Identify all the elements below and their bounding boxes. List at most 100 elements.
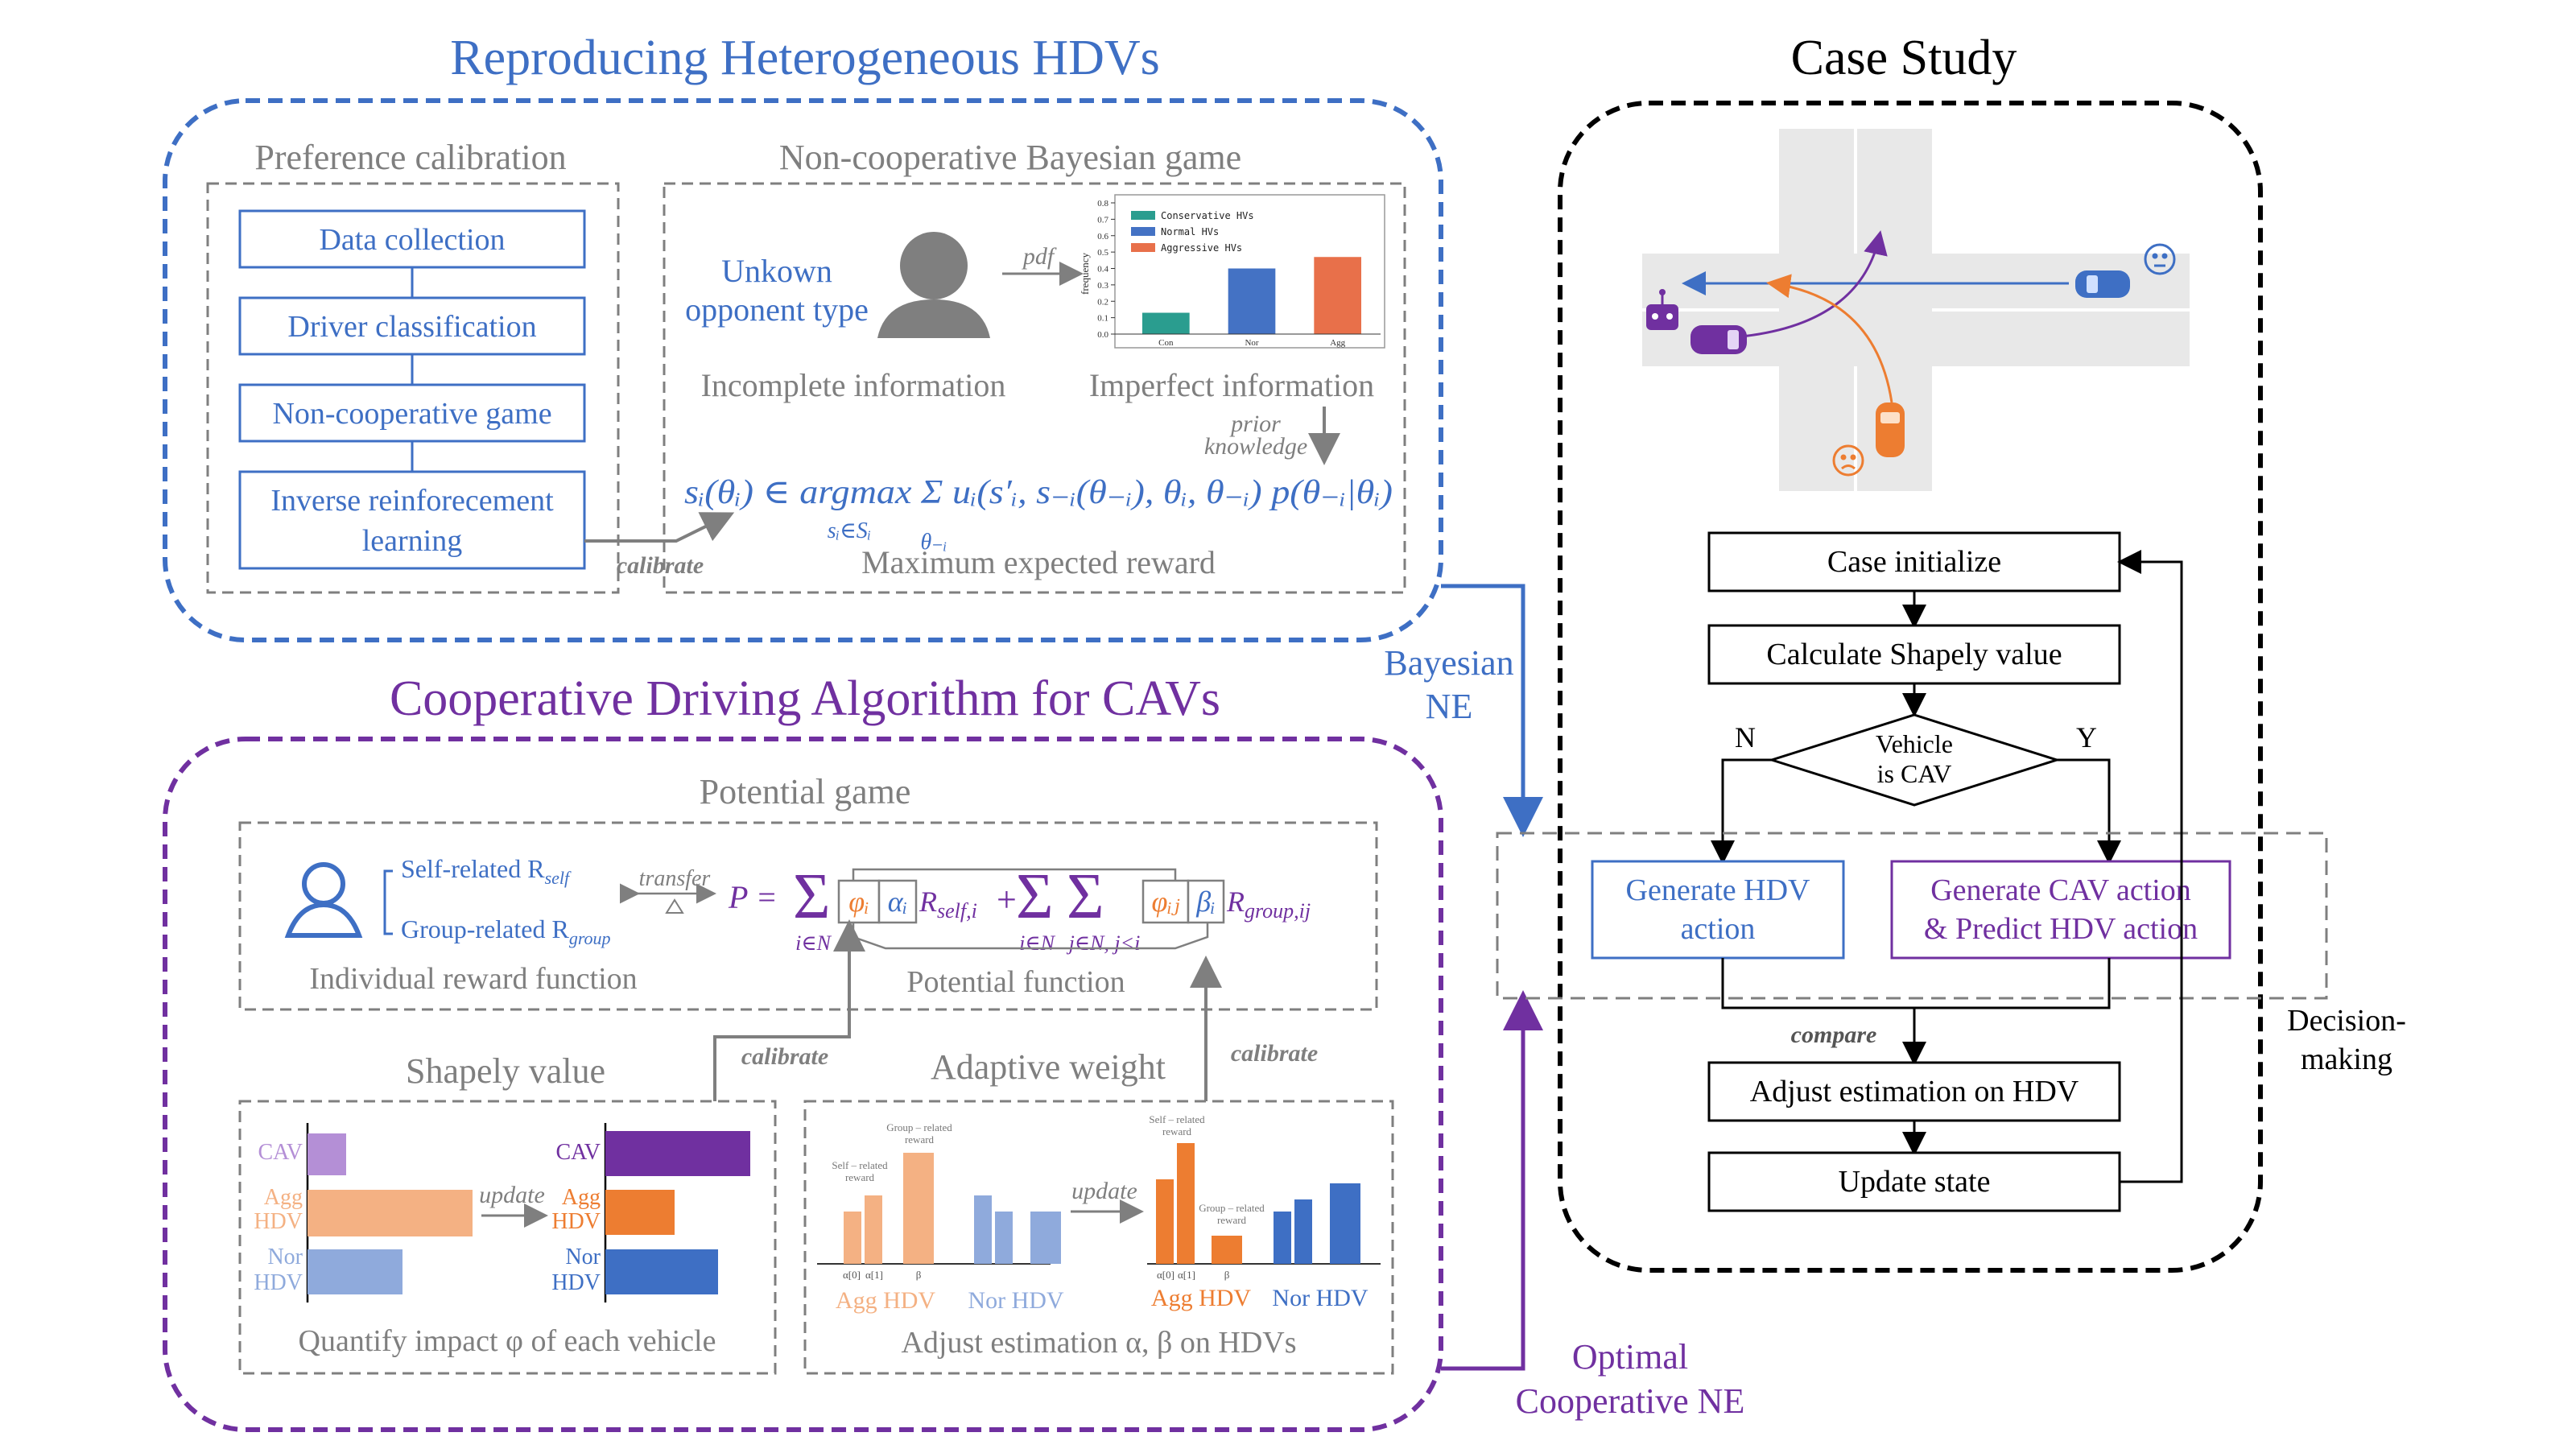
chart-ytick-label: 0.7	[1097, 215, 1108, 225]
decision-label-2: is CAV	[1877, 759, 1952, 788]
frequency-chart: frequency 0.00.10.20.30.40.50.60.70.8Con…	[1079, 194, 1385, 349]
plus-sign: +	[997, 880, 1017, 919]
neutral-face-icon	[2144, 243, 2176, 275]
potential-brace-top	[852, 868, 1177, 881]
adaptive-reward-2: reward	[845, 1171, 875, 1183]
adaptive-agg-hdv-2: Agg HDV	[1151, 1285, 1251, 1311]
chart-ytick-label: 0.0	[1097, 330, 1108, 340]
branch-y: Y	[2076, 721, 2097, 753]
bayesian-ne-connector	[1441, 584, 1543, 837]
update-state-box	[1707, 1151, 2121, 1212]
merge-lines	[1721, 958, 2111, 1009]
adaptive-tick-a0-1: α[0]	[843, 1269, 861, 1281]
chart-ytick-label: 0.6	[1097, 232, 1108, 242]
optimal-ne-label-2: Cooperative NE	[1516, 1381, 1745, 1421]
blue-car-icon	[2075, 270, 2130, 298]
optimal-ne-label-1: Optimal	[1572, 1337, 1688, 1377]
chart-ytick-label: 0.8	[1097, 199, 1108, 208]
shapley-label-cav-right: CAV	[555, 1140, 601, 1165]
adaptive-group-related-1: Group – related	[886, 1121, 952, 1133]
adaptive-nor-a0-after	[1274, 1212, 1291, 1264]
chart-category-label: Con	[1158, 338, 1174, 348]
cav-section-title: Cooperative Driving Algorithm for CAVs	[390, 671, 1220, 726]
person-icon	[877, 232, 990, 338]
bayes-frame	[663, 182, 1406, 594]
beta-box	[1187, 879, 1225, 924]
gen-cav-box	[1890, 860, 2231, 960]
intersection-scene	[1642, 129, 2190, 491]
sum-symbol-2: Σ	[1016, 861, 1054, 932]
loop-back-arrow	[2117, 550, 2183, 1183]
orange-car-icon	[1876, 402, 1905, 457]
chart-legend-swatch	[1131, 227, 1155, 236]
step-data-collection-label: Data collection	[319, 223, 505, 257]
shapley-bar-cav-before	[308, 1133, 346, 1175]
decision-making-frame	[1496, 832, 2328, 1000]
adaptive-tick-a1-2: α[1]	[1178, 1269, 1195, 1281]
unknown-type-1: Unkown	[721, 253, 832, 289]
orange-trajectory	[1766, 274, 1893, 403]
phi-i: φᵢ	[848, 886, 869, 918]
potential-function-label: Potential function	[906, 965, 1125, 999]
adaptive-agg-a0-before	[844, 1212, 861, 1264]
shapley-update-label: update	[479, 1182, 545, 1208]
incomplete-info: Incomplete information	[701, 367, 1006, 403]
adaptive-agg-hdv-1: Agg HDV	[836, 1287, 935, 1314]
shapley-frame	[238, 1100, 777, 1375]
shapley-label-cav-left: CAV	[258, 1140, 303, 1165]
adaptive-nor-b-after	[1330, 1183, 1360, 1264]
shapley-title: Shapely value	[406, 1051, 605, 1091]
optimal-ne-connector	[1441, 990, 1543, 1371]
chart-legend-swatch	[1131, 211, 1155, 220]
robot-icon	[1646, 289, 1678, 330]
adaptive-reward-1: reward	[905, 1133, 935, 1146]
shapley-label-nor-right: Nor	[565, 1245, 601, 1269]
calibrate-label-adaptive: calibrate	[1231, 1040, 1318, 1067]
shapley-bar-agg-before	[308, 1190, 473, 1236]
decision-making-label-2: making	[2301, 1042, 2392, 1076]
term-group: Rgroup,ij	[1226, 886, 1311, 923]
imperfect-info: Imperfect information	[1089, 367, 1374, 403]
step-inverse-rl-label-2: learning	[362, 524, 463, 558]
delta-icon	[665, 898, 684, 914]
adaptive-tick-b-1: β	[916, 1269, 922, 1281]
compare-label: compare	[1791, 1022, 1877, 1048]
adaptive-agg-b-before	[903, 1153, 934, 1264]
shapley-label-agg-left: Agg	[264, 1185, 303, 1210]
reward-bracket	[383, 869, 393, 935]
chart-ytick-label: 0.5	[1097, 248, 1108, 258]
calibrate-arrow-shapley	[713, 919, 865, 1101]
decision-making-label-1: Decision-	[2287, 1004, 2406, 1038]
term-self: Rself,i	[919, 886, 977, 923]
sum-sub-1: i∈N	[795, 931, 832, 955]
chart-category-label: Nor	[1245, 338, 1258, 348]
adaptive-nor-a1-after	[1294, 1199, 1312, 1264]
shapley-bar-nor-before	[308, 1249, 402, 1294]
group-related-label: Group-related Rgroup	[401, 914, 611, 948]
branch-n: N	[1735, 721, 1756, 753]
calc-shapley-label: Calculate Shapely value	[1766, 638, 2062, 671]
individual-reward: Individual reward function	[309, 962, 637, 996]
adaptive-title: Adaptive weight	[931, 1047, 1166, 1087]
shapley-label-aggh-left: HDV	[254, 1209, 303, 1234]
beta-i: βᵢ	[1195, 886, 1216, 918]
adaptive-tick-b-2: β	[1224, 1269, 1230, 1281]
chart-bar-agg	[1314, 257, 1361, 334]
chart-category-label: Agg	[1330, 338, 1345, 348]
prior-label-2: knowledge	[1204, 433, 1307, 460]
max-expected-reward: Maximum expected reward	[861, 544, 1216, 580]
chart-bar-con	[1142, 312, 1190, 334]
sum-subscript: θ₋ᵢ	[921, 530, 947, 555]
hdv-section-frame	[163, 98, 1443, 642]
adaptive-update-label: update	[1071, 1178, 1137, 1204]
adaptive-self-related-2: Self – related	[1149, 1113, 1205, 1125]
step-inverse-rl	[238, 470, 586, 570]
adaptive-nor-hdv-1: Nor HDV	[968, 1287, 1063, 1314]
case-study-title: Case Study	[1791, 31, 2017, 85]
adaptive-caption: Adjust estimation α, β on HDVs	[901, 1326, 1296, 1360]
phi-box-2	[1141, 879, 1190, 924]
angry-face-icon	[1832, 444, 1864, 477]
bayesian-ne-label-1: Bayesian	[1384, 643, 1513, 683]
self-related-label: Self-related Rself	[401, 854, 572, 888]
